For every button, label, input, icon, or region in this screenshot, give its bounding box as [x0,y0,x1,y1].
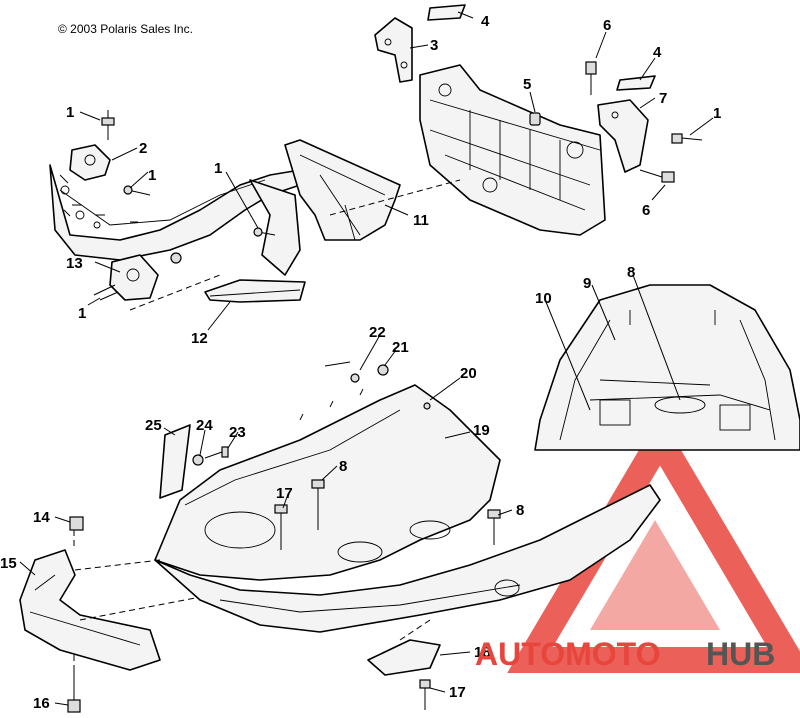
assembly-lines [73,179,461,670]
callout-25: 25 [145,417,162,434]
part-plate-4a [427,4,466,21]
callout-15: 15 [0,555,17,572]
callout-2: 2 [139,140,147,157]
callout-19: 19 [473,422,490,439]
callout-6: 6 [603,17,611,34]
callout-numbers: 1 2 1 1 13 1 12 11 3 4 6 4 5 7 1 6 10 9 … [0,13,721,712]
callout-18: 18 [474,644,491,661]
part-plate-4b [616,75,656,91]
callout-4: 4 [481,13,490,30]
callout-10: 10 [535,290,552,307]
part-bulkhead-crossmember [419,64,606,236]
part-bracket-3 [374,17,413,83]
callout-16: 16 [33,695,50,712]
callout-8: 8 [339,458,347,475]
part-pad-18 [367,639,441,676]
watermark-triangle-inner [590,520,720,630]
callout-17: 17 [449,684,466,701]
callout-8: 8 [516,502,524,519]
callout-22: 22 [369,324,386,341]
part-bumper-15 [19,549,161,671]
part-bracket-13 [109,254,159,301]
watermark-brand-part2: HUB [706,636,775,672]
callout-1: 1 [148,167,156,184]
callout-6: 6 [642,202,650,219]
part-bracket-7 [597,99,649,173]
callout-3: 3 [430,37,438,54]
callout-leaders [19,11,714,706]
part-brace-11 [249,139,401,276]
callout-1: 1 [713,105,721,122]
part-pad-25 [159,424,191,499]
callout-1: 1 [66,104,74,121]
callout-11: 11 [413,212,429,229]
hardware-fasteners [67,61,703,713]
callout-14: 14 [33,509,50,526]
callout-24: 24 [196,417,213,434]
callout-8: 8 [627,264,635,281]
part-bracket-2 [69,144,111,181]
callout-1: 1 [214,160,222,177]
part-hood-lower [154,484,661,633]
callout-5: 5 [523,76,531,93]
part-hood-19 [154,384,501,581]
callout-9: 9 [583,275,591,292]
copyright-notice: © 2003 Polaris Sales Inc. [58,22,193,36]
callout-23: 23 [229,424,246,441]
callout-20: 20 [460,365,477,382]
callout-1: 1 [78,305,86,322]
watermark-brand-part1: AUTOMOTO [475,636,660,672]
callout-17: 17 [276,485,293,502]
callout-7: 7 [659,90,667,107]
callout-13: 13 [66,255,83,272]
callout-21: 21 [392,339,409,356]
callout-12: 12 [191,330,208,347]
part-brace-12 [204,279,306,303]
watermark-text: AUTOMOTO HUB [475,636,775,672]
callout-4: 4 [653,44,662,61]
